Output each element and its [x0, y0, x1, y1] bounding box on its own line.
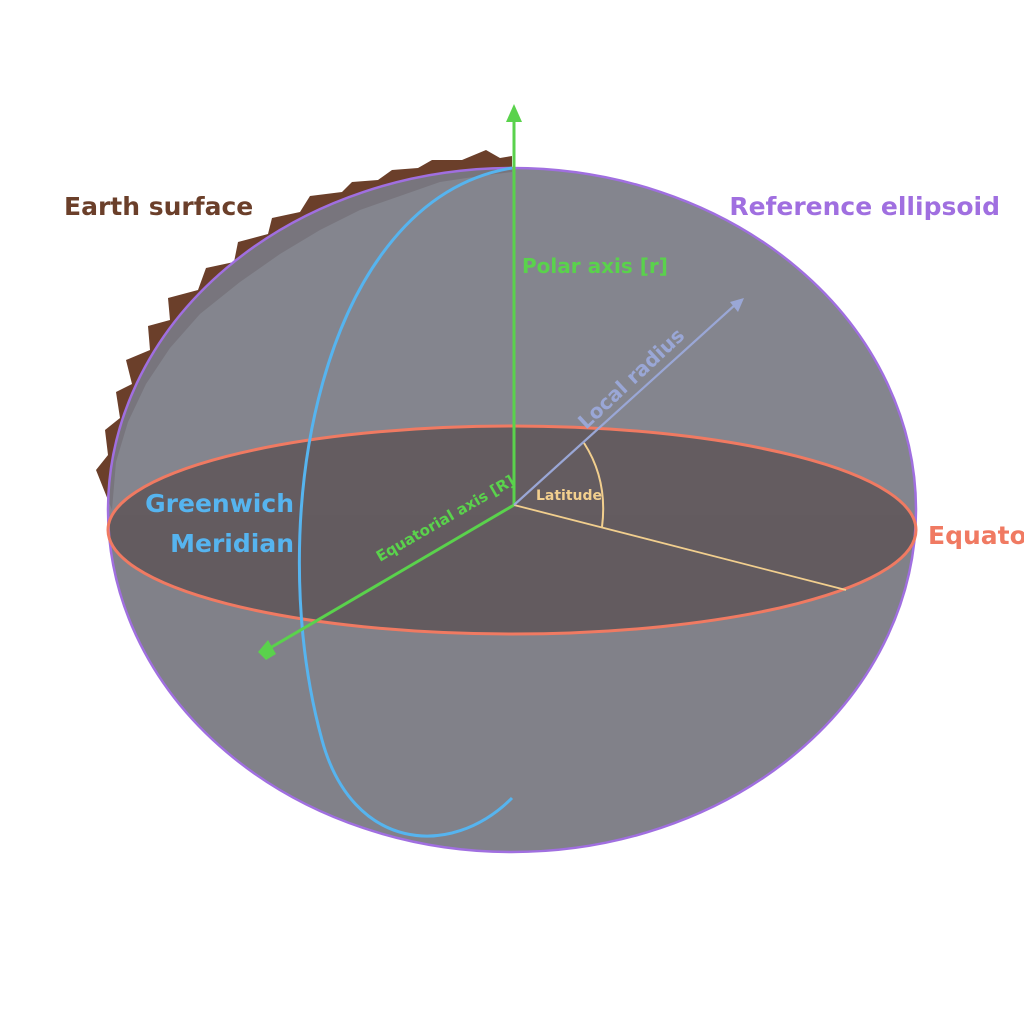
equatorial-axis-arrowhead: [258, 640, 276, 660]
latitude-label: Latitude: [536, 488, 602, 504]
polar-axis-label: Polar axis [r]: [522, 254, 668, 278]
local-radius-line: [513, 303, 737, 506]
equatorial-plane: [108, 426, 916, 634]
greenwich-label-line2: Meridian: [170, 529, 294, 558]
equatorial-axis-line: [269, 503, 515, 650]
equator-line: [106, 424, 918, 636]
greenwich-meridian-line: [297, 166, 514, 838]
greenwich-label-line1: Greenwich: [145, 489, 294, 518]
equator-label: Equator: [928, 521, 1024, 550]
earth-surface-label: Earth surface: [64, 192, 253, 221]
reference-ellipsoid-label: Reference ellipsoid: [729, 192, 1000, 221]
latitude-ray: [513, 504, 847, 591]
local-radius-arrowhead: [730, 298, 744, 312]
latitude-arc: [583, 442, 605, 528]
ellipsoid-upper-shade: [108, 168, 916, 515]
polar-axis-arrowhead: [506, 104, 522, 122]
reference-ellipsoid-outline: [106, 166, 918, 854]
